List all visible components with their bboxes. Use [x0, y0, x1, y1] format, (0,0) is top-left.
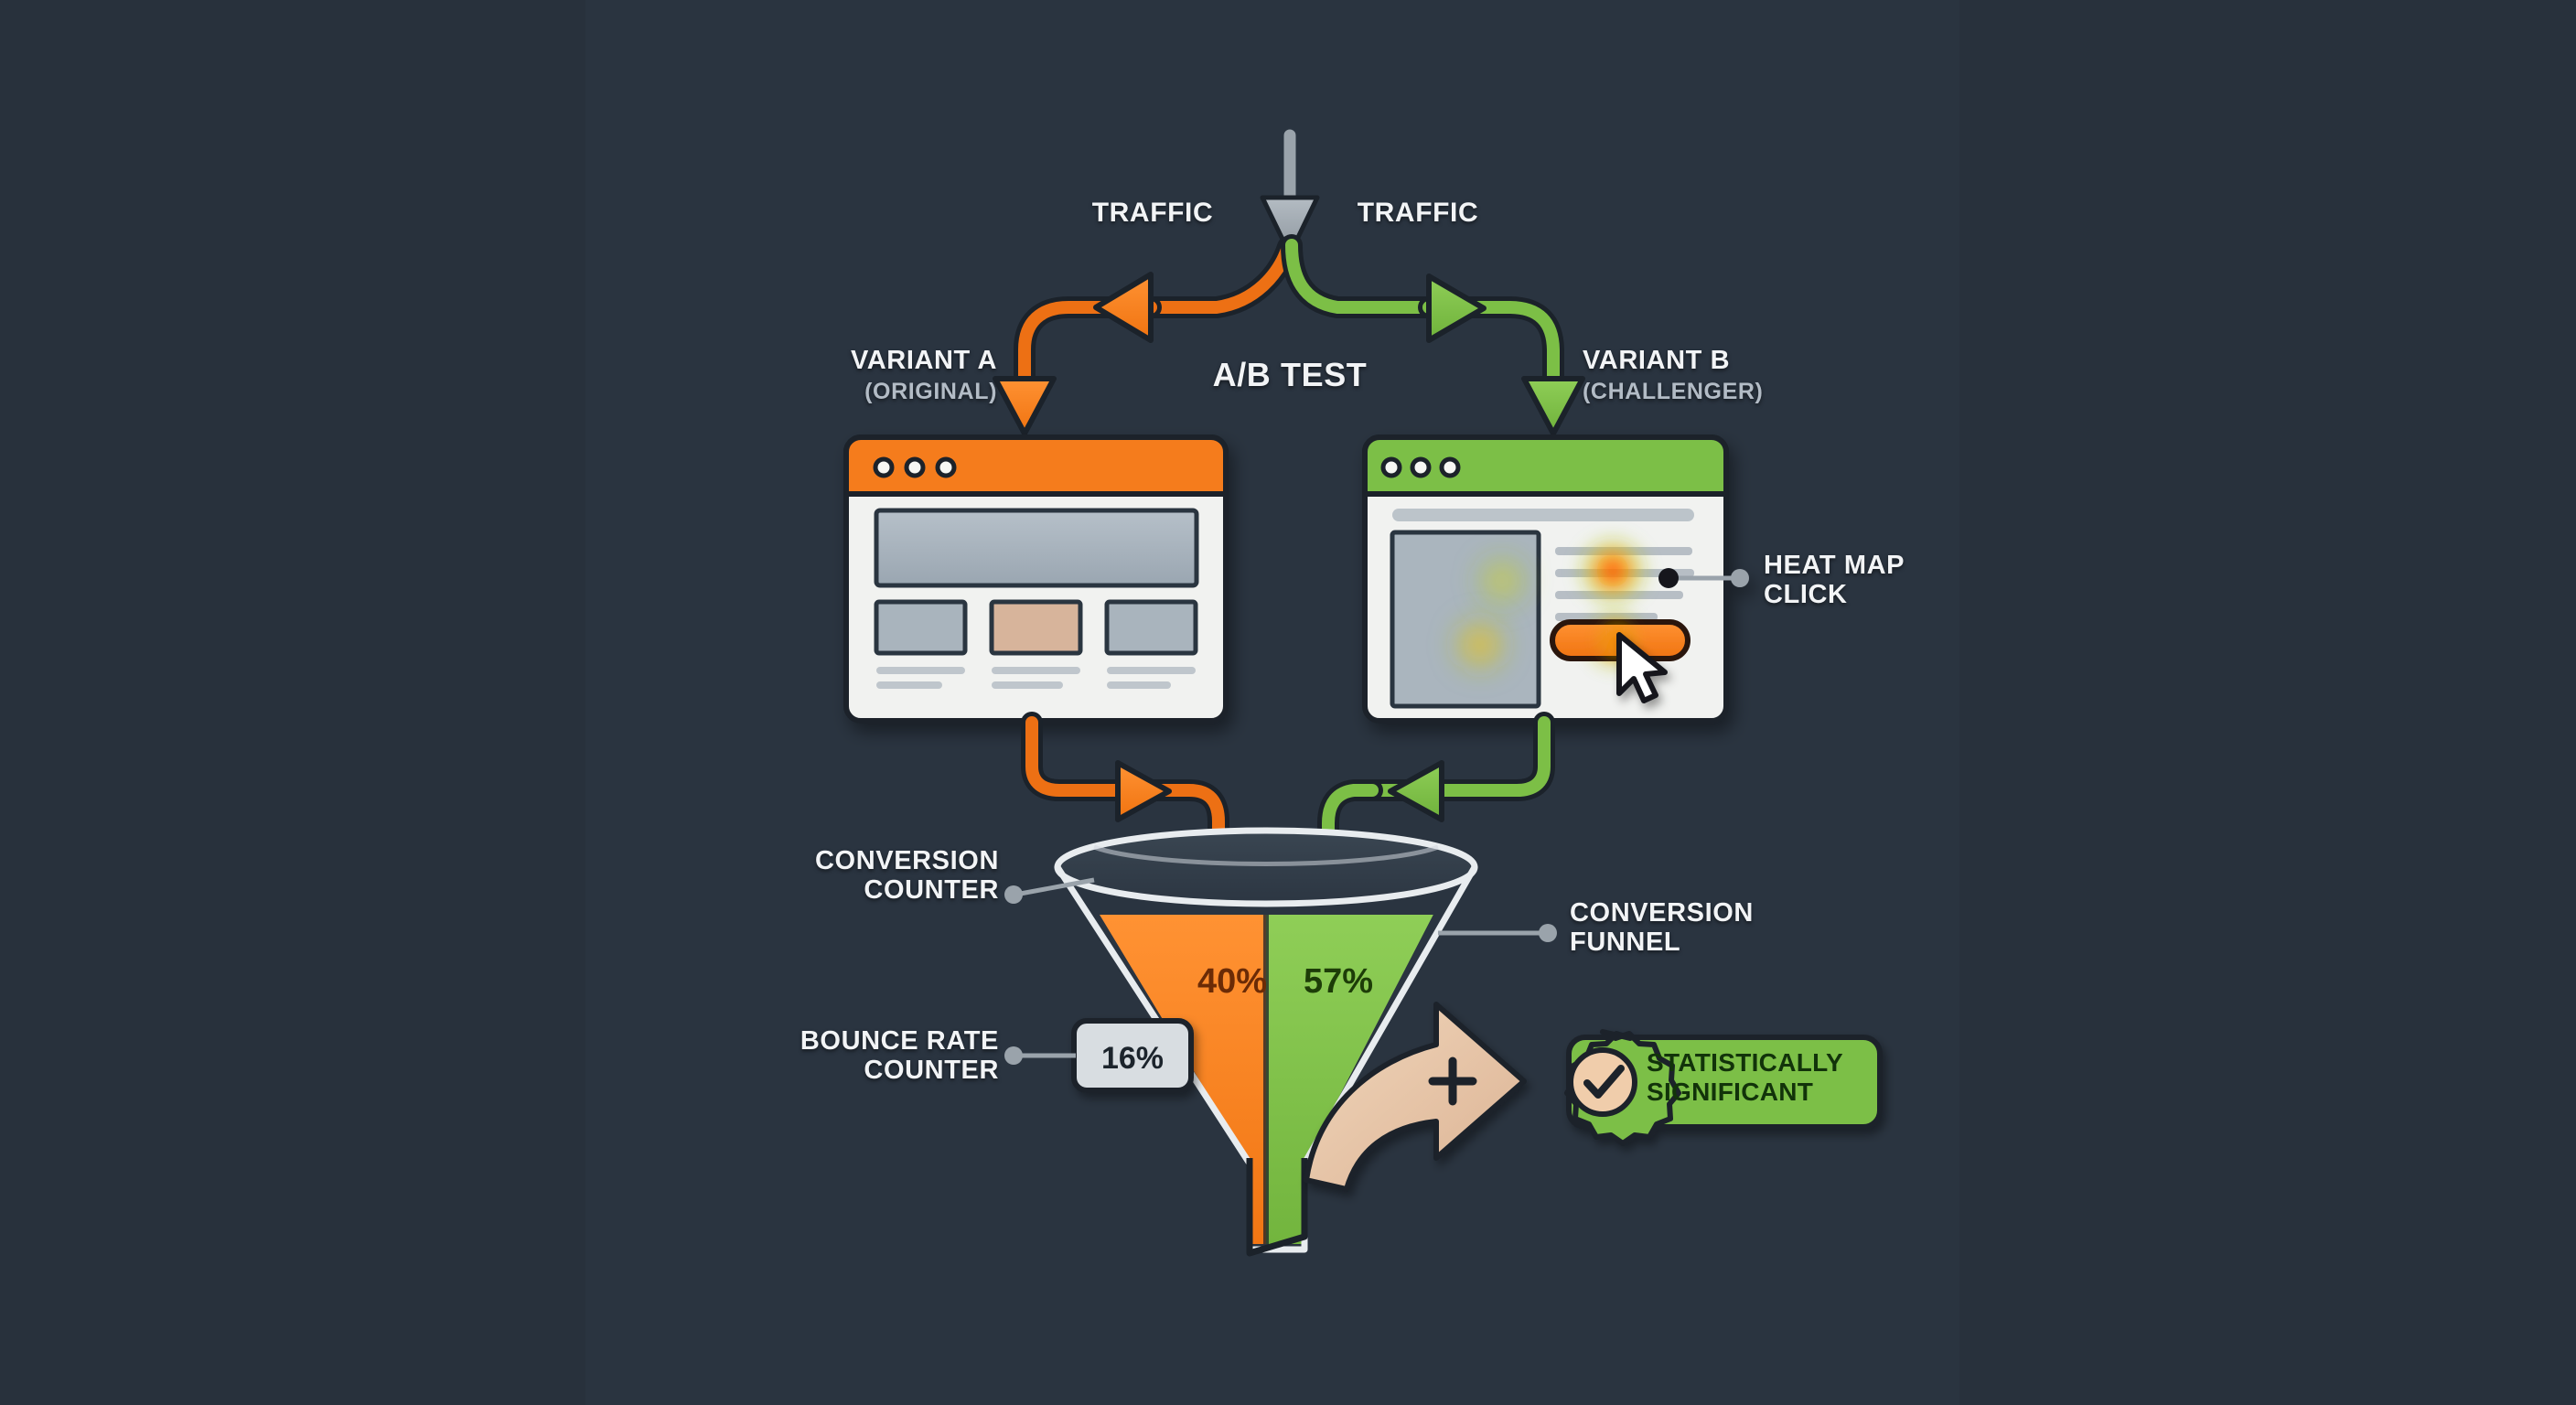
variant-b-window[interactable] — [1362, 434, 1749, 724]
result-badge-text: STATISTICALLY SIGNIFICANT — [1647, 1048, 1892, 1108]
check-seal-icon — [1564, 1029, 1681, 1146]
variant-a-window[interactable] — [843, 434, 1229, 724]
variant-a-subtitle: (ORIGINAL) — [864, 379, 997, 404]
variant-b-subtitle: (CHALLENGER) — [1583, 379, 1764, 404]
variant-b-conversion-value: 57% — [1303, 962, 1374, 1001]
statistically-significant-badge[interactable] — [1564, 1029, 1883, 1146]
hero-block-a — [874, 508, 1199, 588]
conversion-funnel-label: CONVERSION FUNNEL — [1570, 898, 1754, 958]
heat-map-callout-line — [1658, 568, 1749, 588]
result-badge-line1: STATISTICALLY — [1647, 1048, 1843, 1077]
variant-a-conversion-value: 40% — [1197, 962, 1268, 1001]
callout-connectors — [1004, 877, 1557, 1065]
window-dots-a — [873, 456, 957, 478]
traffic-label-left: TRAFFIC — [1091, 198, 1214, 228]
window-dots-b — [1380, 456, 1461, 478]
traffic-split-paths — [993, 234, 1585, 436]
bounce-rate-value: 16% — [1100, 1041, 1165, 1076]
heat-map-callout-label: HEAT MAP CLICK — [1764, 551, 1905, 610]
result-arrow — [1304, 1002, 1527, 1192]
traffic-label-right: TRAFFIC — [1357, 198, 1479, 228]
plus-icon — [1428, 1056, 1477, 1106]
letterbox-right — [1959, 0, 2576, 1405]
mouse-cursor-icon — [1616, 632, 1668, 703]
variant-a-title: VARIANT A — [850, 346, 997, 375]
conversion-counter-label: CONVERSION COUNTER — [815, 846, 999, 906]
variant-b-title: VARIANT B — [1583, 346, 1731, 375]
traffic-inflow-arrow — [1260, 129, 1320, 257]
letterbox-left — [0, 0, 585, 1405]
bounce-rate-counter-label: BOUNCE RATE COUNTER — [800, 1026, 999, 1086]
result-badge-line2: SIGNIFICANT — [1647, 1078, 1814, 1107]
page-title: A/B TEST — [1212, 356, 1368, 393]
